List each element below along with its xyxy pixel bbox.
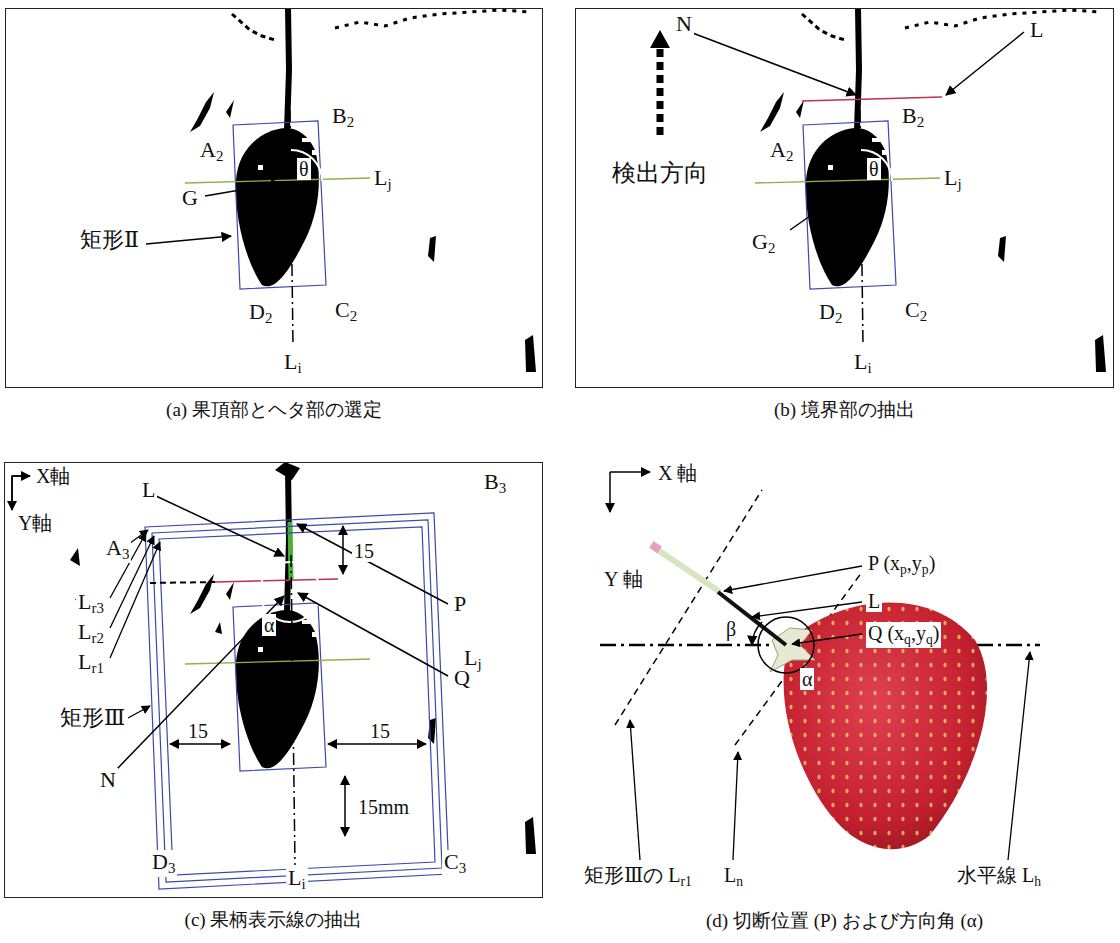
figure-label: 15mm (356, 796, 411, 818)
figure-label: P (452, 592, 468, 616)
figure-label: A3 (104, 536, 131, 563)
figure-label: D2 (817, 300, 844, 327)
figure-label: P (xp,yp) (866, 552, 937, 578)
figure-panel: (d) 切断位置 (P) および方向角 (α) (575, 462, 1114, 898)
figure-label: Lr2 (76, 620, 106, 647)
figure-label: G (180, 186, 200, 210)
figure-label: C2 (333, 298, 359, 325)
figure-label: Lj (372, 166, 394, 193)
figure-label: Li (282, 350, 304, 377)
figure-label: Li (852, 350, 874, 377)
figure-label: B2 (900, 104, 926, 131)
figure-label: 検出方向 (610, 160, 710, 186)
panel-caption: (d) 切断位置 (P) および方向角 (α) (575, 908, 1114, 934)
figure-label: Ln (722, 864, 745, 890)
figure-label: N (98, 768, 118, 792)
figure-label: C3 (442, 850, 468, 877)
figure-panel: (a) 果頂部とヘタ部の選定 (5, 8, 543, 388)
figure-label: Q (452, 666, 472, 690)
figure-label: Lr1 (76, 650, 106, 677)
figure-label: L (1028, 18, 1045, 42)
figure-label: Lr3 (76, 590, 106, 617)
figure-label: X軸 (34, 465, 72, 487)
figure-label: G2 (750, 230, 777, 257)
figure-label: α (262, 614, 276, 636)
figure-label: 水平線 Lh (955, 864, 1043, 890)
figure-label: 15 (352, 540, 376, 562)
figure-label: D3 (150, 850, 177, 877)
panel-caption: (b) 境界部の抽出 (576, 397, 1113, 423)
figure-label: D2 (247, 300, 274, 327)
figure-label: B3 (482, 470, 508, 497)
figure-label: Q (xq,yq) (866, 622, 941, 648)
panel-caption: (c) 果柄表示線の抽出 (5, 907, 542, 933)
figure-label: L (140, 478, 157, 502)
figure-label: 矩形Ⅲの Lr1 (582, 864, 694, 890)
figure-label: Y軸 (16, 512, 54, 534)
figure-label: 15 (186, 720, 210, 742)
figure-label: X 軸 (656, 462, 699, 484)
figure-label: N (674, 12, 694, 36)
figure-label: B2 (330, 104, 356, 131)
figure-label: 矩形Ⅲ (58, 706, 127, 730)
figure-label: 15 (368, 720, 392, 742)
figure-panel: (b) 境界部の抽出 (575, 8, 1114, 388)
figure-label: A2 (198, 138, 225, 165)
panel-caption: (a) 果頂部とヘタ部の選定 (6, 397, 542, 423)
figure-label: 矩形Ⅱ (78, 228, 141, 252)
figure-label: Y 軸 (602, 568, 645, 590)
figure-label: Lj (942, 166, 964, 193)
figure-label: C2 (903, 298, 929, 325)
figure-label: α (800, 668, 814, 690)
figure-label: β (724, 618, 738, 640)
figure-label: L (866, 590, 882, 612)
figure-label: Li (286, 866, 308, 893)
figure-label: θ (867, 158, 881, 180)
figure-label: A2 (768, 138, 795, 165)
figure-label: θ (297, 158, 311, 180)
